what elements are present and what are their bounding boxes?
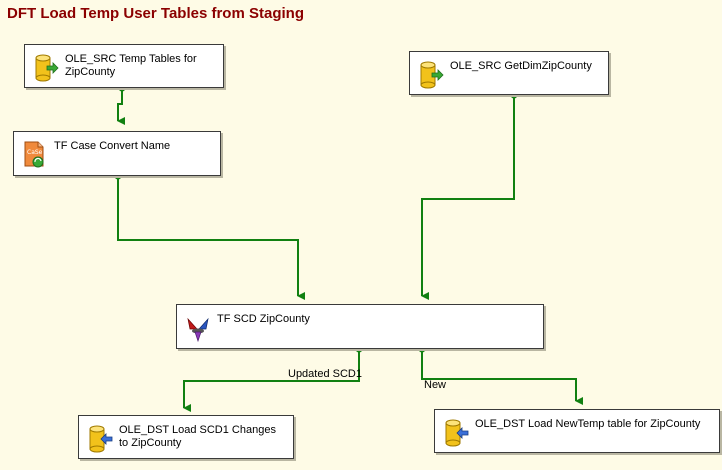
component-label: TF Case Convert Name [54,140,171,152]
slowly-changing-dimension-icon [185,313,211,343]
component-label: OLE_DST Load NewTemp table for ZipCounty [475,418,701,430]
ole-db-destination-icon [87,424,113,454]
path-label-updated-scd1: Updated SCD1 [288,368,362,380]
path-getdim-to-scd[interactable] [421,95,515,300]
path-scd-to-dst-scd1[interactable] [183,349,360,412]
component-label: OLE_SRC GetDimZipCounty [450,60,592,72]
component-dst-load-scd1-changes[interactable]: OLE_DST Load SCD1 Changes to ZipCounty [78,415,294,459]
ole-db-source-icon [33,53,59,83]
path-src-temp-to-case-convert[interactable] [117,88,125,125]
data-flow-title: DFT Load Temp User Tables from Staging [7,5,304,22]
component-tf-scd-zipcounty[interactable]: TF SCD ZipCounty [176,304,544,349]
component-label: OLE_SRC Temp Tables for ZipCounty [65,53,197,78]
path-case-convert-to-scd[interactable] [117,176,305,300]
ole-db-source-icon [418,60,444,90]
component-label: OLE_DST Load SCD1 Changes to ZipCounty [119,424,276,449]
component-src-temp-tables[interactable]: OLE_SRC Temp Tables for ZipCounty [24,44,224,88]
path-scd-to-dst-new[interactable] [421,349,583,405]
component-label: TF SCD ZipCounty [217,313,310,325]
ole-db-destination-icon [443,418,469,448]
character-map-icon: CaSe [22,140,48,170]
component-tf-case-convert-name[interactable]: CaSe TF Case Convert Name [13,131,221,176]
svg-text:CaSe: CaSe [27,149,43,156]
component-src-get-dim-zipcounty[interactable]: OLE_SRC GetDimZipCounty [409,51,609,95]
path-label-new: New [424,379,447,391]
component-dst-load-newtemp[interactable]: OLE_DST Load NewTemp table for ZipCounty [434,409,720,453]
